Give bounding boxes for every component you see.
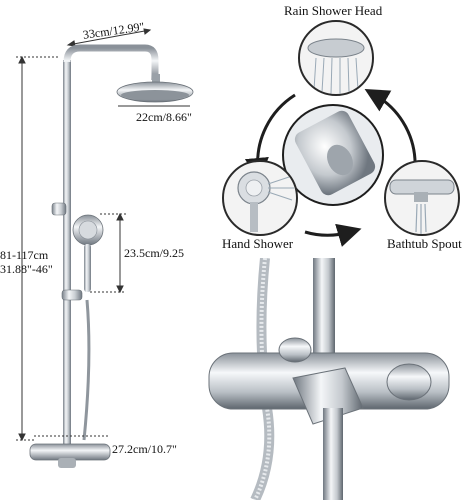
wall-bracket bbox=[51, 202, 67, 216]
rain-shower-icon bbox=[307, 38, 365, 94]
hose bbox=[82, 299, 91, 441]
riser-pipe bbox=[63, 60, 71, 450]
handset-length-label: 23.5cm/9.25 bbox=[124, 246, 184, 260]
slide-holder bbox=[61, 289, 83, 301]
valve-closeup-photo bbox=[195, 258, 465, 500]
bathtub-spout-icon bbox=[389, 179, 455, 234]
height-dimension-line bbox=[16, 55, 60, 442]
rain-shower-head bbox=[116, 74, 194, 103]
height-range-cm-label: 81-117cm bbox=[0, 248, 49, 262]
handset-dimension-line bbox=[90, 212, 126, 294]
arm-dimension-line bbox=[66, 28, 152, 47]
hand-shower-icon bbox=[237, 171, 294, 232]
thermostatic-valve bbox=[29, 443, 111, 468]
shower-arm bbox=[63, 44, 159, 80]
hand-shower bbox=[72, 214, 104, 292]
height-range-in-label: 31.88"-46" bbox=[0, 262, 53, 276]
bathtub-spout-caption: Bathtub Spout bbox=[387, 236, 462, 251]
valve-width-label: 27.2cm/10.7" bbox=[112, 442, 177, 456]
diverter-knob bbox=[282, 104, 384, 206]
bathtub-spout-bubble bbox=[384, 160, 460, 236]
hand-shower-caption: Hand Shower bbox=[222, 236, 294, 251]
hand-shower-bubble bbox=[222, 160, 298, 236]
valve-closeup-illustration bbox=[195, 258, 465, 500]
shower-system-diagram bbox=[16, 28, 194, 468]
head-diameter-label: 22cm/8.66" bbox=[136, 110, 192, 124]
rain-shower-bubble bbox=[298, 20, 374, 96]
mode-cycle-diagram bbox=[244, 89, 417, 247]
rain-shower-caption: Rain Shower Head bbox=[284, 3, 383, 18]
